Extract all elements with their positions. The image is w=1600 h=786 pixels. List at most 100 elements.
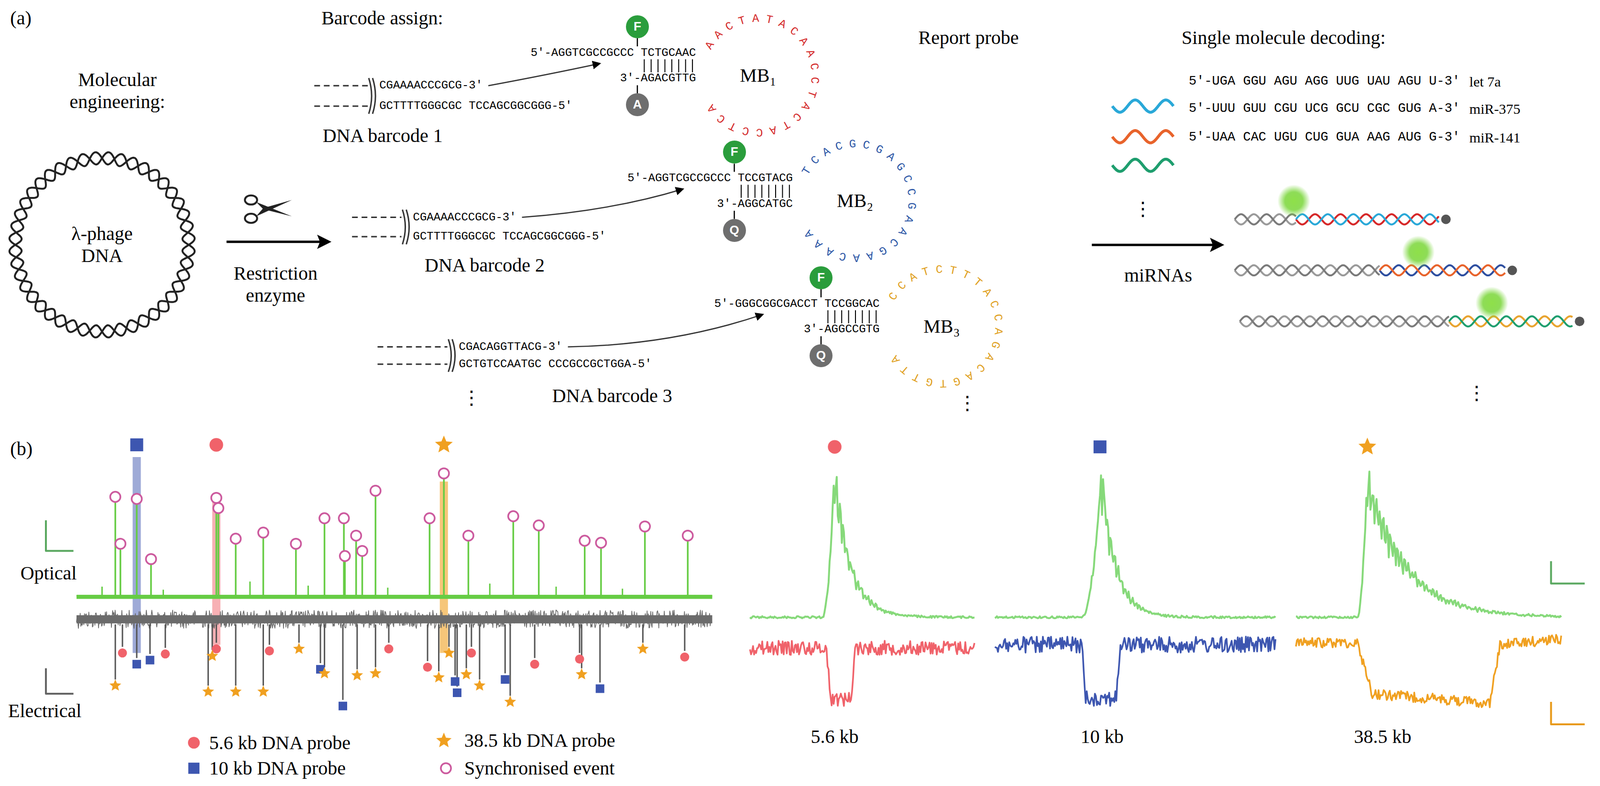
dna-helix xyxy=(1234,265,1380,276)
optical-spike xyxy=(467,540,470,597)
legend-swatch xyxy=(188,762,200,774)
electrical-spike xyxy=(599,624,601,683)
optical-spike xyxy=(150,564,153,597)
scissors-handle xyxy=(244,195,258,205)
base-pair-tick xyxy=(678,59,680,73)
base-pair-tick xyxy=(841,310,843,324)
dna-sequence: GCTTTTGGGCGC TCCAGCGGCGGG-5′ xyxy=(379,99,572,113)
sync-marker xyxy=(319,513,330,524)
optical-spike xyxy=(428,523,431,598)
loop-sequence: CCATCTTTACCAGACAGTGTTA xyxy=(886,263,1005,390)
electrical-spike xyxy=(478,624,481,680)
star-marker xyxy=(206,649,219,662)
sync-marker xyxy=(338,513,349,524)
base-pair-tick xyxy=(868,310,870,324)
break-mark xyxy=(406,209,410,245)
optical-spike xyxy=(249,581,251,597)
probe-sequence: 3′-AGGCCGTG xyxy=(803,322,880,337)
base-pair-tick xyxy=(657,59,659,73)
electrical-trace xyxy=(76,610,713,629)
electrical-band xyxy=(76,615,713,624)
fluorescence-glow xyxy=(1475,286,1509,320)
label: Optical xyxy=(20,562,77,585)
star-marker xyxy=(575,668,588,680)
sync-marker xyxy=(145,554,156,565)
scissors-handle xyxy=(244,213,258,223)
dna-strand xyxy=(9,152,195,338)
star-marker xyxy=(473,679,486,691)
dna-helix xyxy=(1295,214,1439,225)
electrical-spike xyxy=(356,624,358,670)
sync-marker xyxy=(211,493,222,504)
star-marker xyxy=(460,668,473,680)
dna-helix xyxy=(1379,265,1505,276)
process-arrow xyxy=(226,240,329,243)
probe-sequence: 5′-AGGTCGCCGCCC TCCGTACG xyxy=(627,172,793,186)
barcode-label: DNA barcode 3 xyxy=(552,384,673,407)
optical-spike xyxy=(512,521,515,597)
optical-spike xyxy=(215,503,218,597)
electrical-spike xyxy=(298,624,300,643)
dna-fragment xyxy=(351,236,402,238)
rna-sequence: 5′-UUU GUU CGU UCG GCU CGC GUG A-3′ xyxy=(1188,101,1460,117)
base-pair-tick xyxy=(854,310,856,324)
node-label: F xyxy=(817,270,825,285)
square-marker xyxy=(145,656,155,665)
sync-marker xyxy=(595,537,606,548)
optical-spike xyxy=(262,537,265,598)
star-marker xyxy=(257,685,270,698)
electrical-spike xyxy=(642,624,644,643)
sync-marker xyxy=(131,493,142,505)
dna-helix xyxy=(1234,214,1296,225)
rna-sequence: 5′-UGA GGU AGU AGG UUG UAU AGU U-3′ xyxy=(1188,74,1460,89)
hairpin-loop: MB₁ xyxy=(724,42,792,110)
optical-spike xyxy=(489,583,491,598)
sync-marker xyxy=(258,527,269,538)
sync-marker xyxy=(508,511,519,522)
mirna-name: let 7a xyxy=(1469,73,1502,90)
base-pair-tick xyxy=(775,184,777,198)
square-marker xyxy=(595,684,605,693)
electrical-spike xyxy=(135,624,138,658)
legend-swatch xyxy=(440,763,451,774)
base-pair-tick xyxy=(747,184,749,198)
dna-sequence: CGACAGGTTACG-3′ xyxy=(459,340,563,354)
dna-sequence: CGAAAACCCGCG-3′ xyxy=(413,210,517,225)
star-marker xyxy=(369,667,382,679)
dna-fragment xyxy=(377,346,448,348)
square-marker xyxy=(338,701,348,711)
base-pair-tick xyxy=(789,184,790,198)
electrical-spike xyxy=(683,624,686,651)
quencher-dot xyxy=(1441,214,1451,225)
optical-spike xyxy=(621,588,624,597)
ellipsis: ⋮ xyxy=(461,386,482,409)
sync-marker xyxy=(424,513,435,524)
loop-sequence: AACTATACAACCTACTACCTCA xyxy=(702,11,822,139)
optical-spike xyxy=(344,561,347,598)
electrical-spike xyxy=(164,624,166,648)
legend-label: 5.6 kb DNA probe xyxy=(208,732,351,755)
label: Restriction enzyme xyxy=(213,262,338,307)
square-marker xyxy=(452,688,462,698)
circle-marker xyxy=(575,654,585,664)
label: Molecular engineering: xyxy=(45,68,189,113)
node-label: MB₃ xyxy=(923,315,960,338)
dna-helix xyxy=(1448,316,1573,327)
label: Single molecule decoding: xyxy=(1181,26,1386,49)
electrical-spike xyxy=(427,624,429,662)
star-marker xyxy=(202,685,215,698)
electrical-spike xyxy=(215,624,218,643)
circle-marker xyxy=(466,648,476,658)
electrical-event xyxy=(749,640,975,706)
electrical-spike xyxy=(579,624,581,654)
dna-helix xyxy=(1448,316,1573,327)
break-mark xyxy=(368,77,372,114)
optical-event xyxy=(749,476,975,619)
optical-spike xyxy=(374,495,377,597)
electrical-spike xyxy=(262,624,264,686)
optical-spike xyxy=(234,543,237,597)
fluorophore-circle: F xyxy=(723,140,746,164)
circle-marker xyxy=(530,659,540,669)
optical-spike xyxy=(217,513,220,597)
